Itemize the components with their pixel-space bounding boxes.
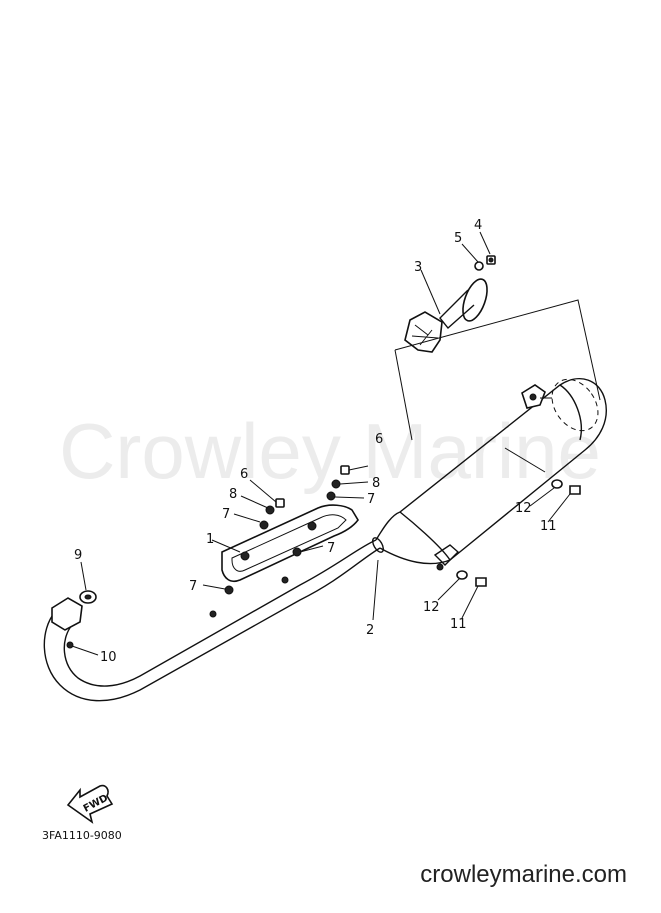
callout-10: 10	[100, 650, 117, 665]
silencer-insert	[404, 278, 488, 353]
callout-1: 1	[206, 532, 214, 547]
callout-12-lower: 12	[423, 600, 440, 615]
callout-11-upper: 11	[540, 519, 557, 534]
leader-lines	[71, 231, 571, 656]
fwd-arrow-icon: FWD	[66, 784, 114, 824]
site-url[interactable]: crowleymarine.com	[420, 861, 627, 888]
watermark-text: Crowley Marine	[59, 407, 601, 495]
callout-5: 5	[454, 231, 462, 246]
exhaust-pipe	[43, 511, 451, 702]
insert-reference-lines	[394, 299, 601, 473]
callout-11-lower: 11	[450, 617, 467, 632]
callout-labels: 1 2 3 4 5 6 6 7 7 7 7 8 8 9 10 11 11 12 …	[74, 218, 557, 665]
callout-9: 9	[74, 548, 82, 563]
callout-4: 4	[474, 218, 482, 233]
callout-6-left: 6	[240, 467, 248, 482]
heat-protector	[221, 504, 359, 583]
callout-7-middle: 7	[327, 541, 335, 556]
callout-7-upper-right: 7	[367, 492, 375, 507]
callout-2: 2	[366, 623, 374, 638]
callout-8-right: 8	[372, 476, 380, 491]
callout-7-lower-left: 7	[189, 579, 197, 594]
muffler-bracket	[521, 384, 552, 409]
callout-7-upper-left: 7	[222, 507, 230, 522]
callout-8-left: 8	[229, 487, 237, 502]
callout-12-upper: 12	[515, 501, 532, 516]
muffler	[399, 377, 607, 566]
callout-3: 3	[414, 260, 422, 275]
callout-6-right: 6	[375, 432, 383, 447]
diagram-code: 3FA1110-9080	[42, 829, 122, 842]
